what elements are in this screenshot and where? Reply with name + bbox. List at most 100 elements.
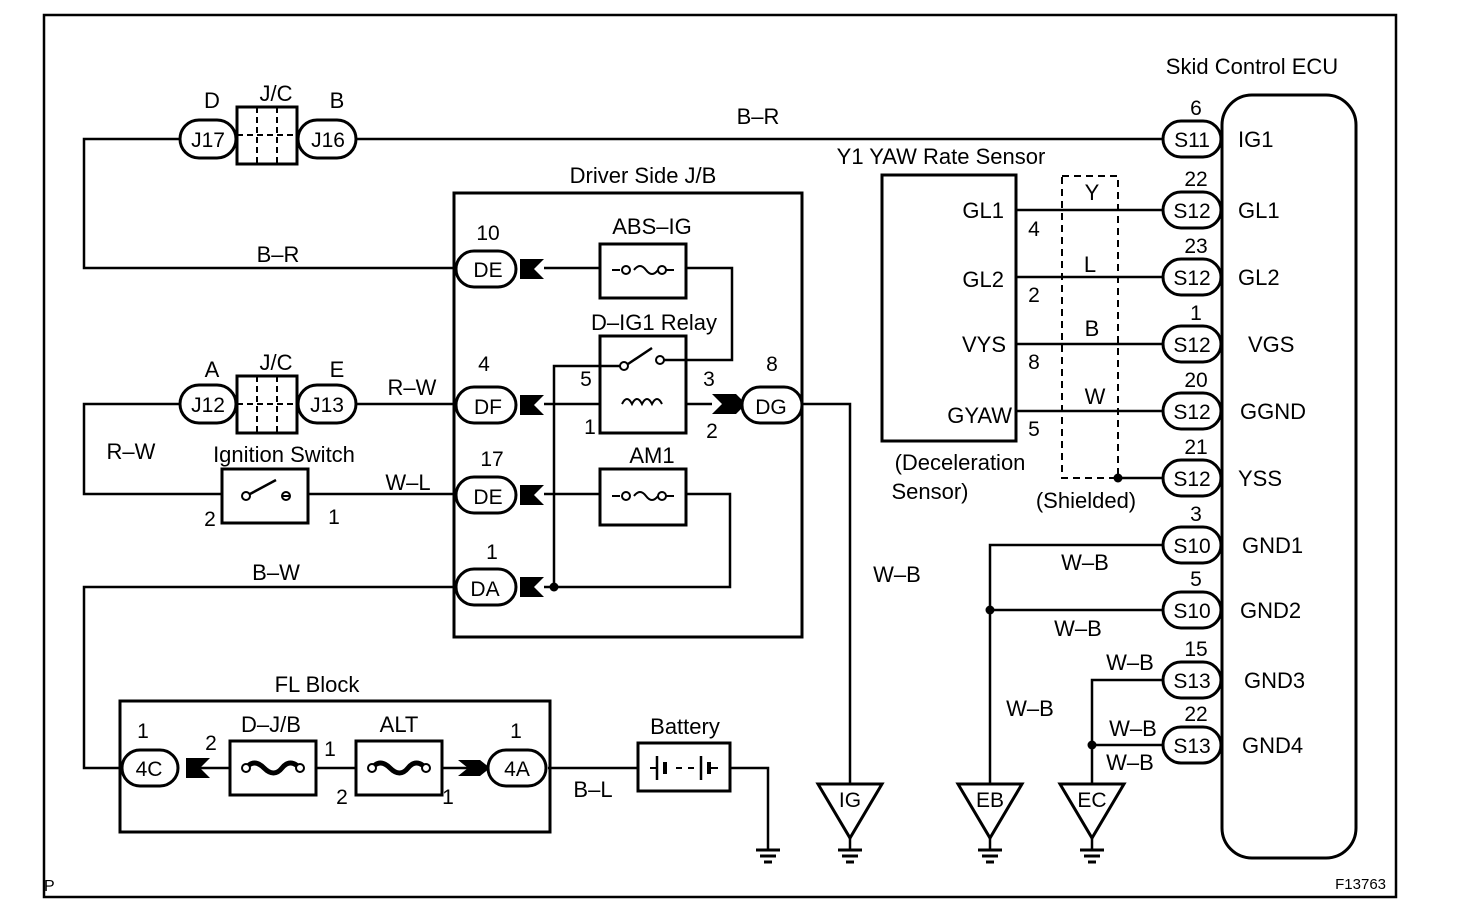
wire-rw-left: R–W [107,439,156,464]
relay-pin-5: 5 [580,368,592,391]
wire-l: L [1084,252,1096,277]
jc-top-left-letter: D [204,88,220,113]
ecu-connector-s13-15 [1161,660,1223,700]
alt-fusible-label: ALT [380,712,419,737]
fl-block: FL Block 4C 1 D–J/B 2 1 ALT 2 1 4A 1 [118,672,552,834]
wire-bl: B–L [573,777,612,802]
ecu-connector-s12-22 [1161,190,1223,230]
connector-dg-pin: 8 [766,353,778,376]
ecu-pin-name-gnd4: GND4 [1242,733,1303,758]
ecu-connector-label: S10 [1173,600,1210,623]
ecu-pin-number: 15 [1184,638,1207,661]
connector-dg: DG [755,396,787,419]
connector-j16: J16 [311,129,345,152]
ecu-connector-label: S12 [1173,468,1210,491]
wire-y: Y [1085,180,1100,205]
sensor-title: Y1 YAW Rate Sensor [837,144,1046,169]
wire-wl: W–L [385,470,430,495]
ecu-connector-s12-21 [1161,458,1223,498]
connector-j12: J12 [191,394,225,417]
connector-j17: J17 [191,129,225,152]
ecu-connector-label: S11 [1174,129,1210,152]
wire-wb-gnd3: W–B [1106,650,1154,675]
ecu-pins: S116IG1S1222GL1S1223GL2S121VGSS1220GGNDS… [1161,97,1306,765]
wire-bw: B–W [252,560,300,585]
ecu-connector-label: S13 [1173,735,1210,758]
wire-labels: B–R B–R R–W R–W W–L B–W B–L W–B W–B W–B … [107,104,1157,802]
am1-fuse-label: AM1 [629,443,674,468]
ecu-connector-s10-5 [1161,590,1223,630]
ecu-connector-s12-1 [1161,324,1223,364]
driver-side-jb: Driver Side J/B ABS–IG D–IG1 Relay 5 3 1… [452,163,804,639]
ground-eb: EB [955,782,1025,864]
jc-top-right-letter: B [330,88,345,113]
yaw-rate-sensor: Y1 YAW Rate Sensor (Deceleration Sensor)… [837,144,1136,513]
djb-fusible-label: D–J/B [241,712,301,737]
ecu-pin-number: 21 [1184,436,1207,459]
connector-df: DF [474,396,502,419]
ecu-connector-label: S12 [1173,334,1210,357]
relay-pin-3: 3 [703,368,715,391]
fl-block-title: FL Block [275,672,361,697]
sensor-pin-gl1: GL1 [962,198,1004,223]
connector-de-top: DE [473,259,502,282]
ignition-pin-right: 1 [328,506,340,529]
ecu-pin-name-yss: YSS [1238,466,1282,491]
djb-pin-right: 1 [324,738,336,761]
ecu-pin-name-gnd2: GND2 [1240,598,1301,623]
ecu-pin-name-gl2: GL2 [1238,265,1280,290]
connector-4c-pin: 1 [137,720,149,743]
diagram-frame [42,13,1398,899]
ecu-pin-name-vgs: VGS [1248,332,1294,357]
ecu-pin-number: 3 [1190,503,1202,526]
battery-ground-icon [756,848,780,864]
skid-control-ecu: Skid Control ECU S116IG1S1222GL1S1223GL2… [1161,54,1358,860]
wire-wb-ig: W–B [873,562,921,587]
shield-box [1061,175,1119,479]
djb-pin-left: 2 [205,732,217,755]
ignition-switch-title: Ignition Switch [213,442,355,467]
wire-wb-gnd4: W–B [1109,716,1157,741]
ecu-connector-s10-3 [1161,525,1223,565]
ecu-connector-label: S13 [1173,670,1210,693]
ecu-connector-label: S12 [1173,200,1210,223]
abs-ig-fuse-label: ABS–IG [612,214,691,239]
junction-connector-mid: J/C A E J12 J13 [178,350,358,435]
ecu-pin-name-gnd3: GND3 [1244,668,1305,693]
ecu-pin-name-gnd1: GND1 [1242,533,1303,558]
wire-br-top: B–R [737,104,780,129]
ecu-connector-label: S12 [1173,267,1210,290]
wire-wb-gnd2: W–B [1054,616,1102,641]
connector-j13: J13 [310,394,344,417]
wire-b: B [1085,316,1100,341]
ground-ig-label: IG [839,789,861,812]
ecu-pin-number: 22 [1184,168,1207,191]
wires [82,137,1163,850]
ignition-switch: Ignition Switch 2 1 [204,442,355,531]
connector-da: DA [470,578,499,601]
jc-top-title: J/C [260,81,293,106]
ecu-pin-name-ggnd: GGND [1240,399,1306,424]
ignition-pin-left: 2 [204,508,216,531]
ecu-pin-number: 23 [1184,235,1207,258]
connector-da-pin: 1 [486,541,498,564]
sensor-pin-num-5: 5 [1028,418,1040,441]
figure-code: F13763 [1335,876,1386,893]
ecu-connector-s12-23 [1161,257,1223,297]
alt-pin-right: 1 [442,786,454,809]
wire-wb-ec: W–B [1106,750,1154,775]
junction-dots [549,473,1123,750]
connector-df-pin: 4 [478,353,490,376]
ecu-title: Skid Control ECU [1166,54,1338,79]
ecu-pin-name-gl1: GL1 [1238,198,1280,223]
wire-rw-right: R–W [388,375,437,400]
ecu-pin-name-ig1: IG1 [1238,127,1273,152]
relay-pin-2: 2 [706,420,718,443]
wire-wb-eb: W–B [1006,696,1054,721]
sensor-pin-num-4: 4 [1028,218,1040,241]
wire-wb-gnd1: W–B [1061,550,1109,575]
ground-ig: IG [815,782,885,864]
connector-4a: 4A [504,758,530,781]
connector-de-bottom: DE [473,486,502,509]
sensor-pin-gyaw: GYAW [947,403,1012,428]
